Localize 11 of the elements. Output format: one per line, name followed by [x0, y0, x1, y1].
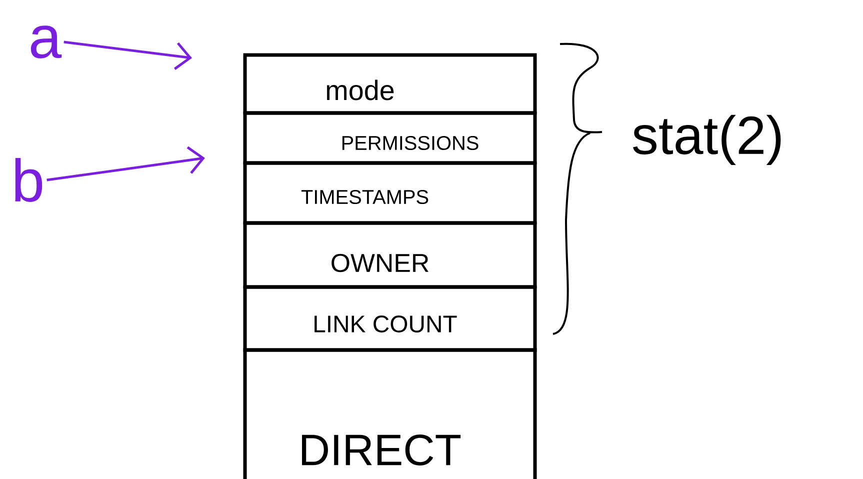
letter: b	[15, 158, 42, 202]
arrow	[64, 40, 192, 70]
table-cell: DIRECT	[243, 348, 537, 479]
table-cell: mode	[243, 53, 537, 115]
table-cell: PERMISSIONS	[243, 111, 537, 165]
table-cell: LINK COUNT	[243, 285, 537, 352]
letter: a	[30, 26, 62, 58]
stat-label: stat(2)	[633, 114, 781, 166]
table-cell: TIMESTAMPS	[243, 161, 537, 225]
table-cell: OWNER	[243, 221, 537, 289]
arrow	[46, 146, 205, 182]
